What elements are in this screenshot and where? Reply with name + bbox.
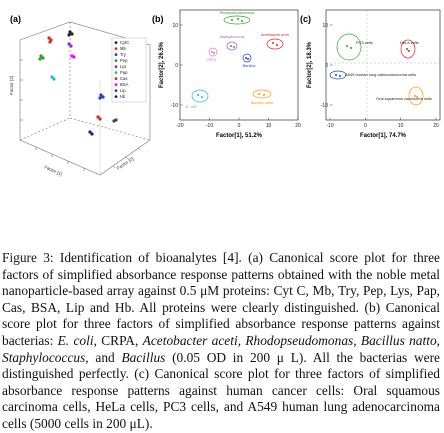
caption-species-bacillus: Bacillus [121,349,166,365]
caption-species-acetobacter: Acetobacter aceti [142,332,238,348]
caption-label: Figure 3: [2,250,54,265]
legend-marker [114,83,118,86]
panel-c-group-hela: HeLa cells [400,39,419,59]
legend-label: Try [120,52,127,57]
y-tick-label: -10 [171,103,178,109]
panel-b-group-staphylococcus: Staphylococcus [219,35,245,51]
panel-b-group-ecoli: E. coli [186,89,209,109]
panel-a-label: (a) [10,14,21,24]
panel-b: (b) -20 -10 0 10 20 10 0 -10 Factor[1], 51.2% F… [152,9,301,139]
panel-a-x-label: Factor [1] [44,164,63,176]
x-tick-label: 20 [433,123,439,129]
legend-marker [114,47,118,50]
caption-species-rhodopseudomonas: Rhodopseudomonas [245,332,354,348]
panel-b-xlabel: Factor[1], 51.2% [216,133,263,139]
legend-label: BSA [120,82,129,87]
panel-c-group-oral: Oral squamous carcinoma cells [376,86,432,106]
panel-c-group-pc3: PC3 cells [336,33,373,61]
label-a549: A549 human lung adenocarcinoma cells [345,72,416,77]
caption-text-1: Identification of bioanalytes [4]. (a) C… [2,250,440,348]
y-tick-label: 0 [175,63,178,69]
legend-marker [114,89,118,92]
panel-b-frame [179,9,299,121]
legend-marker [114,95,118,98]
label-rhodopseudomonas: Rhodopseudomonas [219,11,254,15]
caption-text-6: , and [85,349,122,365]
x-tick-label: 10 [266,123,272,129]
label-hela: HeLa cells [400,40,419,45]
legend-label: Pap [120,70,128,75]
legend-marker [114,59,118,62]
panel-c-ticks: -10 0 10 20 10 0 -10 [321,23,439,129]
y-tick-label: 0 [325,63,328,69]
legend-label: Mb [120,46,126,51]
panel-c-xlabel: Factor[1], 74.7% [360,133,407,139]
legend-label: Lys [120,64,126,69]
label-bacillus: Bacillus [242,64,255,68]
panel-b-label: (b) [152,14,164,24]
caption-text-5: , [436,332,440,348]
panel-b-ticks: -20 -10 0 10 20 10 0 -10 [171,23,301,129]
panel-c: (c) -10 0 10 20 10 0 -10 Factor[1], 74.7% Fact… [300,9,441,139]
legend-marker [114,77,118,80]
x-tick-label: -10 [326,123,333,129]
panel-a-z-label: Factor [3] [9,76,14,95]
legend-marker [114,65,118,68]
x-tick-label: 20 [295,123,301,129]
label-acetobacter: Acetobacter aceti [260,33,289,37]
caption-text-4: , [353,332,361,348]
panel-b-group-crpa: CRPA [206,47,218,62]
x-tick-label: 0 [238,123,241,129]
panel-a: (a) Factor [3] Factor [1] Factor [2] [9,14,151,177]
panel-a-y-label: Factor [2] [116,156,135,171]
x-tick-label: -20 [176,123,183,129]
x-tick-label: 10 [398,123,404,129]
x-tick-label: 0 [364,123,367,129]
caption-species-staphylococcus: Staphylococcus [2,349,86,365]
legend-marker [114,41,118,44]
figure-svg: (a) Factor [3] Factor [1] Factor [2] [9,9,441,177]
legend-label: Cas [120,76,127,81]
panel-c-frame [325,9,441,121]
panel-b-ylabel: Factor[2], 26.5% [159,41,165,88]
figure-caption: Figure 3: Identification of bioanalytes … [2,250,440,433]
panel-b-group-acetobacter: Acetobacter aceti [260,33,289,50]
caption-species-bacillus-natto: Bacillus natto [360,332,437,348]
legend-marker [114,71,118,74]
panel-a-points [38,30,118,136]
panel-a-ticks [20,59,141,171]
legend-label: Pep [120,58,128,63]
panel-c-group-a549: A549 human lung adenocarcinoma cells [329,70,416,80]
label-pc3: PC3 cells [356,40,373,45]
panel-b-group-rhodopseudomonas: Rhodopseudomonas [219,11,255,25]
label-ecoli: E. coli [186,105,196,109]
label-bacillus-natto: Bacillus natto [251,101,274,105]
y-tick-label: 10 [322,23,328,29]
y-tick-label: -10 [321,103,328,109]
figure-3: (a) Factor [3] Factor [1] Factor [2] [9,9,441,177]
legend-label: CytC [120,40,129,45]
y-tick-label: 10 [172,23,178,29]
panel-c-ylabel: Factor[2], 18.3% [307,41,313,88]
x-tick-label: -10 [206,123,213,129]
legend-label: Hb [120,94,126,99]
caption-species-ecoli: E. coli [57,332,94,348]
panel-b-group-bacillus: Bacillus [242,53,256,68]
caption-text-3: , [237,332,246,348]
label-crpa: CRPA [206,58,217,62]
legend-label: Lip [120,88,126,93]
panel-b-group-bacillus-natto: Bacillus natto [251,89,274,105]
label-oral: Oral squamous carcinoma cells [376,96,432,101]
label-staphylococcus: Staphylococcus [219,35,244,39]
legend-marker [114,53,118,56]
panel-c-label: (c) [300,14,311,24]
caption-text-2: , CRPA, [93,332,143,348]
